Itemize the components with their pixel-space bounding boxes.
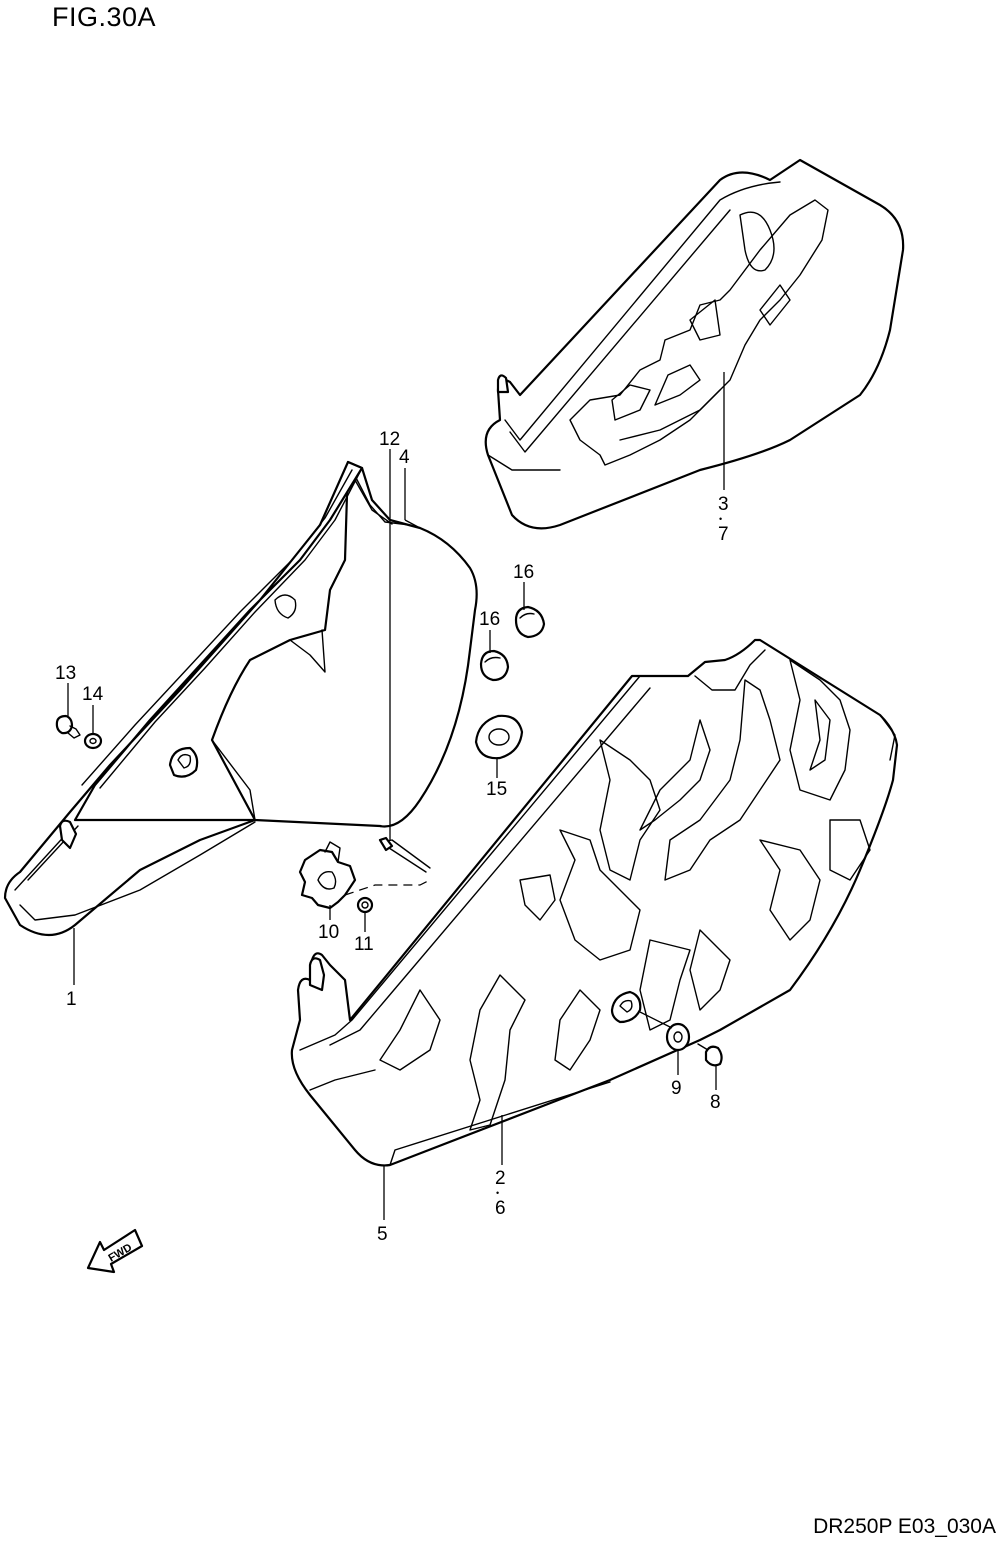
callout-12: 12: [379, 429, 400, 450]
callout-6: 6: [495, 1198, 506, 1219]
grommet-15: [474, 714, 524, 760]
callout-16-top: 16: [513, 562, 534, 583]
pin-12: [378, 836, 431, 873]
callout-dot-2-6: •: [496, 1188, 499, 1198]
side-cover-lower: [290, 638, 899, 1167]
inner-side-panel: [210, 460, 478, 828]
leader-lines: [67, 372, 725, 1220]
side-cover-upper-right: [484, 158, 905, 530]
callout-4: 4: [399, 447, 410, 468]
grommet-16-top: [514, 605, 546, 639]
callout-13: 13: [55, 663, 76, 684]
callout-16-mid: 16: [479, 609, 500, 630]
callout-9: 9: [671, 1078, 682, 1099]
callout-2: 2: [495, 1168, 506, 1189]
screw-8: [697, 1043, 723, 1067]
callout-5: 5: [377, 1224, 388, 1245]
callout-dot-3-7: •: [719, 514, 722, 524]
callout-10: 10: [318, 922, 339, 943]
callout-15: 15: [486, 779, 507, 800]
assembly-dashed-line: [344, 879, 431, 896]
washer-11: [356, 896, 374, 914]
fwd-arrow-icon: FWD: [86, 1228, 144, 1274]
callout-7: 7: [718, 524, 729, 545]
callout-8: 8: [710, 1092, 721, 1113]
callout-11: 11: [354, 934, 374, 955]
callout-14: 14: [82, 684, 104, 705]
frame-cover-left: [3, 460, 364, 937]
washer-9: [665, 1022, 691, 1052]
figure-code: DR250P E03_030A: [813, 1515, 996, 1538]
grommet-16-mid: [479, 649, 510, 682]
callout-3: 3: [718, 494, 729, 515]
callout-1: 1: [66, 989, 77, 1010]
bolt-13: [55, 714, 81, 739]
figure-title: FIG.30A: [52, 2, 157, 32]
bracket-10: [298, 841, 357, 910]
washer-14: [83, 732, 103, 750]
